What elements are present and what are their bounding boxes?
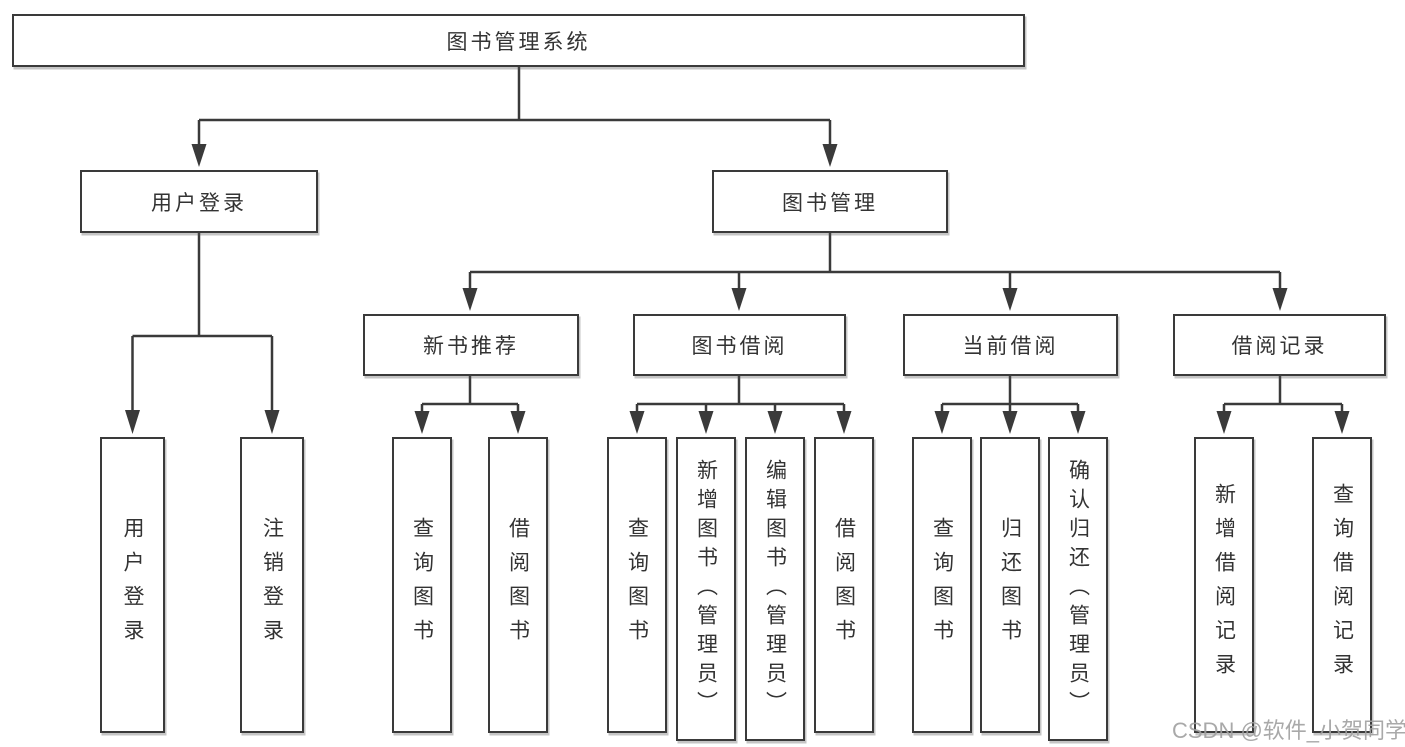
leaf-logout: 注销登录 <box>240 437 304 733</box>
leaf-label: 新增借阅记录 <box>1212 483 1236 687</box>
leaf-return-books: 归还图书 <box>980 437 1040 733</box>
node-root-system: 图书管理系统 <box>12 14 1025 67</box>
leaf-label: 注销登录 <box>260 517 284 653</box>
node-current-borrowing: 当前借阅 <box>903 314 1118 376</box>
section-label: 图书借阅 <box>691 335 788 358</box>
arrowheads <box>125 144 1350 434</box>
node-book-borrowing: 图书借阅 <box>633 314 846 376</box>
leaf-label: 查询图书 <box>625 517 649 653</box>
leaf-query-borrow-record: 查询借阅记录 <box>1312 437 1372 733</box>
leaf-borrow-books-borrowing: 借阅图书 <box>814 437 874 733</box>
node-user-login-label: 用户登录 <box>151 191 247 215</box>
leaf-label: 借阅图书 <box>832 517 856 653</box>
node-user-login: 用户登录 <box>80 170 318 233</box>
leaf-label: 借阅图书 <box>506 517 530 653</box>
leaf-add-books-admin: 新增图书（管理员） <box>676 437 736 741</box>
leaf-label: 归还图书 <box>998 517 1022 653</box>
node-book-management: 图书管理 <box>712 170 948 233</box>
leaf-confirm-return-admin: 确认归还（管理员） <box>1048 437 1108 741</box>
leaf-label: 查询图书 <box>410 517 434 653</box>
leaf-query-books-borrowing: 查询图书 <box>607 437 667 733</box>
node-new-book-recommend: 新书推荐 <box>363 314 579 376</box>
leaf-edit-books-admin: 编辑图书（管理员） <box>745 437 805 741</box>
leaf-label: 查询图书 <box>930 517 954 653</box>
section-label: 当前借阅 <box>962 335 1059 358</box>
leaf-label: 新增图书（管理员） <box>694 458 718 720</box>
node-book-management-label: 图书管理 <box>782 191 878 215</box>
leaf-borrow-books-recommend: 借阅图书 <box>488 437 548 733</box>
leaf-add-borrow-record: 新增借阅记录 <box>1194 437 1254 733</box>
section-label: 借阅记录 <box>1231 335 1328 358</box>
section-label: 新书推荐 <box>423 335 519 358</box>
node-borrowing-records: 借阅记录 <box>1173 314 1386 376</box>
watermark: CSDN @软件_小贺同学 <box>1172 718 1405 743</box>
leaf-query-books-current: 查询图书 <box>912 437 972 733</box>
leaf-label: 用户登录 <box>121 517 144 653</box>
leaf-user-login: 用户登录 <box>100 437 165 733</box>
leaf-label: 查询借阅记录 <box>1330 483 1354 687</box>
node-root-label: 图书管理系统 <box>446 30 591 54</box>
leaf-label: 确认归还（管理员） <box>1066 458 1090 720</box>
leaf-label: 编辑图书（管理员） <box>763 458 787 720</box>
leaf-query-books-recommend: 查询图书 <box>392 437 452 733</box>
